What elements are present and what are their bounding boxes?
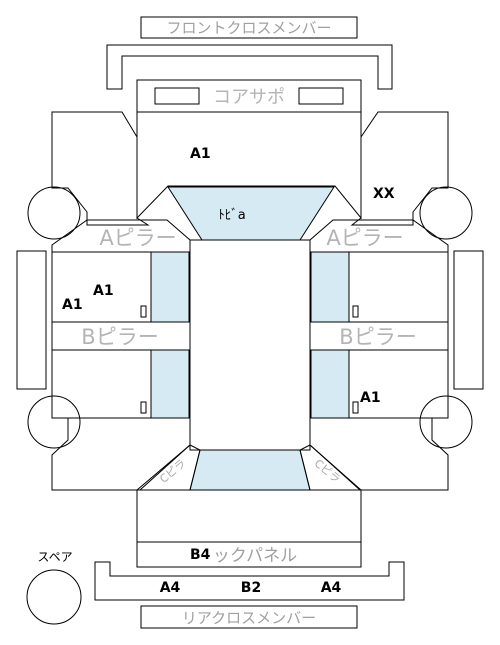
roof-label: ﾄﾋﾞa bbox=[218, 208, 245, 223]
front-cross-member-label: フロントクロスメンバー bbox=[166, 19, 331, 37]
door-rear-left[interactable] bbox=[51, 349, 152, 419]
spare-tire[interactable] bbox=[26, 569, 82, 625]
quarter-panel-left[interactable] bbox=[51, 417, 191, 491]
a-pillar-right-label: Aピラー bbox=[326, 226, 403, 250]
a-pillar-left-label: Aピラー bbox=[99, 226, 176, 250]
trunk[interactable] bbox=[136, 489, 362, 543]
door-front-right[interactable] bbox=[348, 251, 449, 323]
fender-front-left[interactable] bbox=[51, 111, 150, 226]
back-panel-label: ックパネル bbox=[213, 546, 297, 566]
side-step-right[interactable] bbox=[453, 250, 484, 390]
front-cross-member-box[interactable] bbox=[140, 16, 358, 39]
core-support-label: コアサポ bbox=[213, 87, 285, 108]
side-glass-front-left[interactable] bbox=[150, 251, 190, 323]
front-bumper[interactable] bbox=[106, 44, 393, 90]
rear-window[interactable] bbox=[189, 449, 311, 491]
door-handle-front-right[interactable] bbox=[352, 305, 359, 318]
door-rear-right[interactable] bbox=[348, 349, 449, 419]
side-step-left[interactable] bbox=[16, 250, 47, 390]
fender-front-right[interactable] bbox=[350, 111, 449, 226]
damage-code-right-front: XX bbox=[373, 186, 395, 202]
damage-code-back-panel: B4 bbox=[190, 547, 211, 563]
b-pillar-right[interactable] bbox=[309, 321, 449, 351]
headlight-left[interactable] bbox=[154, 87, 200, 105]
damage-code-front-left-fender: A1 bbox=[190, 146, 211, 162]
b-pillar-right-label: Bピラー bbox=[339, 325, 416, 349]
door-handle-front-left[interactable] bbox=[140, 305, 147, 318]
side-glass-rear-right[interactable] bbox=[310, 349, 350, 419]
rear-bumper[interactable] bbox=[94, 561, 405, 601]
wheel-rear-left[interactable] bbox=[27, 395, 81, 449]
damage-code-bumper-left: A4 bbox=[160, 580, 181, 596]
damage-code-bumper-right: A4 bbox=[321, 580, 342, 596]
damage-code-right-rear-door: A1 bbox=[360, 390, 381, 406]
roof[interactable] bbox=[189, 239, 311, 451]
side-glass-front-right[interactable] bbox=[310, 251, 350, 323]
side-glass-rear-left[interactable] bbox=[150, 349, 190, 419]
damage-code-bumper-center: B2 bbox=[241, 580, 261, 596]
b-pillar-left[interactable] bbox=[51, 321, 191, 351]
wheel-front-right[interactable] bbox=[419, 186, 473, 240]
door-handle-rear-left[interactable] bbox=[140, 401, 147, 414]
headlight-right[interactable] bbox=[298, 87, 344, 105]
back-panel[interactable] bbox=[136, 541, 362, 568]
windshield[interactable] bbox=[167, 186, 335, 241]
rear-cross-member-box[interactable] bbox=[140, 605, 358, 629]
b-pillar-left-label: Bピラー bbox=[81, 325, 158, 349]
wheel-rear-right[interactable] bbox=[419, 395, 473, 449]
damage-code-left-door-upper: A1 bbox=[93, 283, 114, 299]
damage-code-left-door-lower: A1 bbox=[62, 297, 83, 313]
rear-cross-member-label: リアクロスメンバー bbox=[182, 609, 316, 627]
spare-label: スペア bbox=[37, 550, 72, 564]
quarter-panel-right[interactable] bbox=[309, 417, 449, 491]
door-handle-rear-right[interactable] bbox=[352, 401, 359, 414]
wheel-front-left[interactable] bbox=[27, 186, 81, 240]
